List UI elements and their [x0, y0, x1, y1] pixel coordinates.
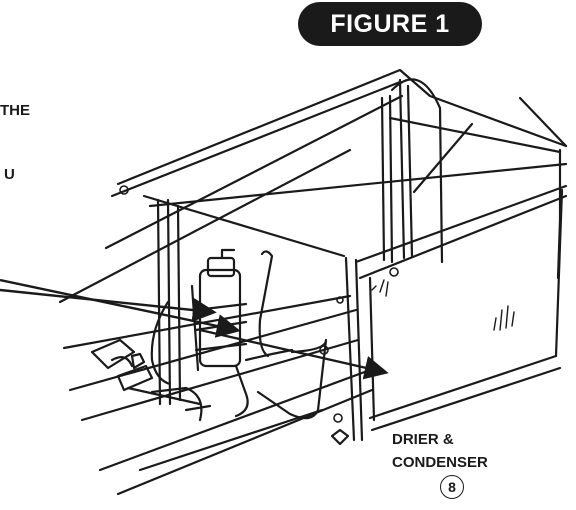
- callout-number-badge: 8: [440, 475, 464, 499]
- cut-text-fragment-1: THE: [0, 102, 30, 119]
- screw-dots: [119, 185, 399, 423]
- evaporator-tubes: [380, 78, 568, 280]
- valve-fittings: [90, 338, 154, 392]
- condenser-fins: [371, 279, 515, 331]
- top-panel-edge: [388, 116, 562, 154]
- callout-line-2: CONDENSER: [392, 454, 488, 471]
- callout-line-1: DRIER &: [392, 431, 454, 448]
- cabinet-outline: [58, 68, 568, 304]
- cut-text-fragment-2: U: [4, 166, 15, 183]
- pointer-arrow-3: [199, 328, 389, 380]
- figure-badge: FIGURE 1: [298, 2, 482, 46]
- pointer-arrow-2: [0, 288, 217, 322]
- copper-tubing: [126, 250, 328, 422]
- drier-condenser-callout: DRIER & CONDENSER 8: [392, 428, 542, 499]
- figure-label: FIGURE 1: [330, 9, 450, 38]
- condenser-box: [344, 184, 568, 442]
